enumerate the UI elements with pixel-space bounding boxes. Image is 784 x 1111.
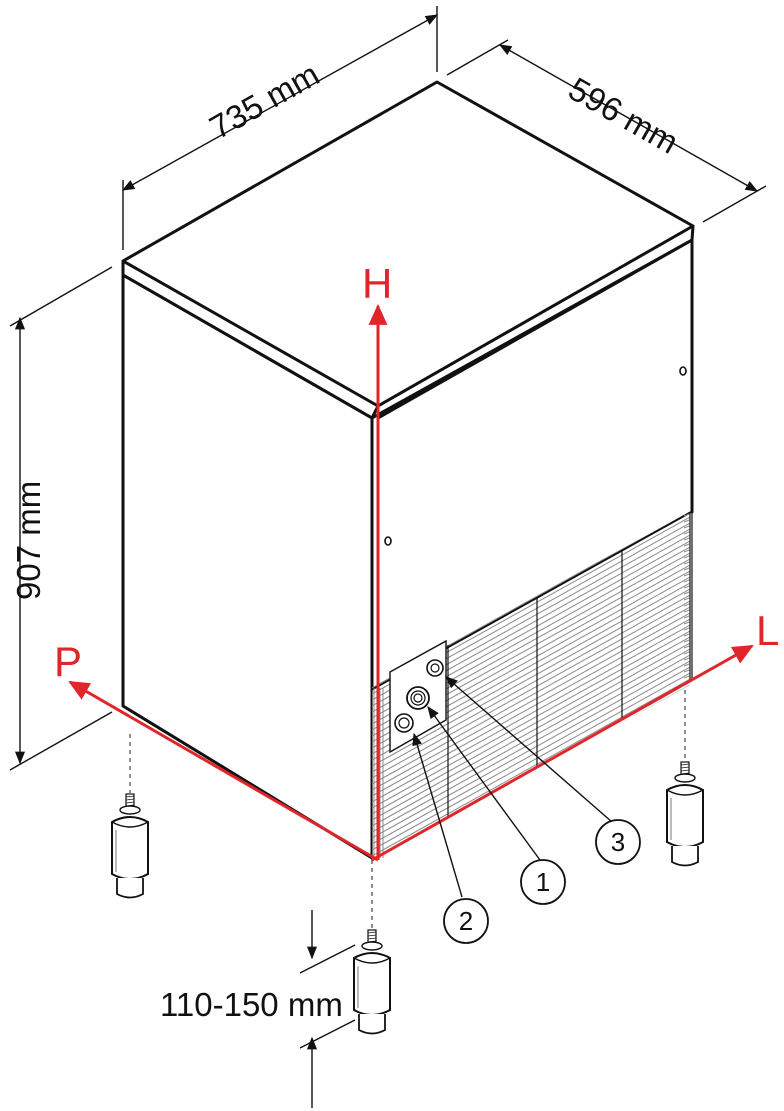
grille-line	[372, 617, 690, 797]
grille-fin	[683, 554, 690, 559]
grille-line	[372, 629, 690, 809]
foot-left	[111, 793, 149, 899]
grille-line	[372, 653, 690, 833]
axis-label-p: P	[54, 638, 82, 685]
foot-base	[358, 1014, 386, 1035]
feet-dimension-label: 110-150 mm	[160, 986, 343, 1023]
grille-fin	[683, 602, 690, 607]
foot-body	[666, 784, 704, 848]
grille-fin	[683, 632, 690, 637]
grille-line	[372, 605, 690, 785]
grille-line	[372, 593, 690, 773]
feet	[111, 690, 704, 1035]
p-axis	[68, 680, 379, 862]
foot-nut	[119, 805, 141, 815]
foot-body-rim	[666, 789, 704, 796]
grille-fin	[683, 524, 690, 529]
foot-thread	[367, 931, 377, 934]
grille-line	[372, 671, 690, 851]
grille-fin	[683, 626, 690, 631]
grille-fin	[683, 548, 690, 553]
grille-fin	[683, 560, 690, 565]
connection-plate	[389, 639, 447, 754]
foot-thread	[680, 766, 690, 769]
callout-label-3: 3	[611, 827, 625, 857]
height-dimension-label: 907 mm	[10, 481, 47, 600]
grille-fin	[683, 644, 690, 649]
foot-thread	[367, 934, 377, 937]
grille-fin	[683, 590, 690, 595]
grille-line	[372, 599, 690, 779]
grille-fin	[683, 512, 690, 517]
grille-fin	[683, 518, 690, 523]
foot-thread	[680, 763, 690, 766]
foot-nut	[361, 941, 383, 951]
grille-fin	[683, 596, 690, 601]
foot-body-rim	[111, 821, 149, 828]
cabinet	[121, 80, 695, 862]
grille-line	[372, 647, 690, 827]
foot-thread	[680, 769, 690, 772]
callout-circle-3	[595, 819, 641, 865]
connector-1	[406, 686, 430, 710]
grille-fin	[683, 674, 690, 679]
grille-fin	[683, 638, 690, 643]
grille-line	[372, 635, 690, 815]
foot-thread	[125, 795, 135, 798]
screw-right-panel	[679, 366, 687, 376]
width-dimension-label: 735 mm	[203, 55, 325, 146]
grille-fin	[683, 614, 690, 619]
callout-label-1: 1	[536, 867, 550, 897]
foot-thread	[125, 801, 135, 804]
foot-body	[353, 952, 391, 1016]
axes	[68, 303, 754, 862]
grille-fin	[683, 620, 690, 625]
grille-fin	[683, 608, 690, 613]
foot-body	[111, 816, 149, 880]
grille-line	[372, 677, 690, 857]
depth-dimension-label: 596 mm	[563, 70, 685, 161]
callout-circle-2	[443, 898, 489, 944]
foot-body-rim	[353, 957, 391, 964]
callouts	[412, 676, 641, 944]
callout-circle-1	[520, 859, 566, 905]
foot-right	[666, 761, 704, 867]
grille-fin	[683, 542, 690, 547]
foot-thread	[125, 798, 135, 801]
foot-base	[116, 878, 144, 899]
grille-fin	[683, 656, 690, 661]
foot-nut	[674, 773, 696, 783]
foot-center	[353, 929, 391, 1035]
connector-3	[426, 659, 444, 677]
connector-2	[394, 713, 414, 733]
grille-line	[372, 665, 690, 845]
l-axis	[371, 644, 754, 862]
grille-fin	[683, 536, 690, 541]
grille-fin	[683, 530, 690, 535]
grille-fin	[683, 584, 690, 589]
foot-thread	[367, 937, 377, 940]
grille-line	[372, 659, 690, 839]
axis-label-h: H	[362, 260, 392, 307]
grille-fin	[683, 662, 690, 667]
axis-label-l: L	[756, 607, 779, 654]
grille-line	[372, 641, 690, 821]
grille-line	[372, 611, 690, 791]
callout-label-2: 2	[459, 906, 473, 936]
grille-line	[372, 587, 690, 767]
grille-fin	[683, 650, 690, 655]
grille-fin	[683, 566, 690, 571]
grille-fin	[683, 572, 690, 577]
foot-base	[671, 846, 699, 867]
screw-left-panel	[384, 536, 392, 546]
grille-fin	[683, 578, 690, 583]
grille-fin	[683, 668, 690, 673]
dimension-lines	[9, 6, 767, 1108]
